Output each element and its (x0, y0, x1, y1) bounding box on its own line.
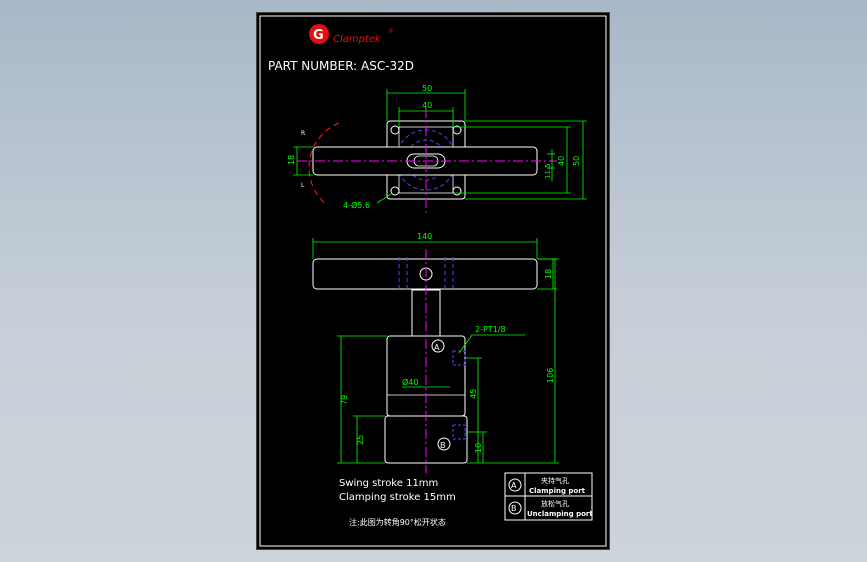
dim-holes: 4-Ø5.6 (343, 200, 370, 210)
dim-body-height: 79 (340, 395, 349, 405)
dim-arm-thickness: 18 (544, 269, 553, 279)
logo-letter: G (313, 28, 324, 43)
drawing-sheet: G Clamptek ® PART NUMBER: ASC-32D R L (256, 12, 610, 550)
dim-port-a-height: 45 (469, 389, 478, 399)
logo-mark-icon (309, 24, 329, 44)
brand-name: Clamptek (333, 34, 382, 45)
front-dimension-lines (312, 238, 559, 464)
mount-hole-icon (390, 186, 400, 196)
port-legend-table: A 夹持气孔 Clamping port B 放松气孔 Unclamping p… (504, 472, 593, 521)
port-a-letter: A (434, 343, 440, 352)
port-note: 2-PT1/8 (475, 325, 506, 334)
front-view: A B 140 18 106 79 25 45 10 Ø40 2-PT1/8 (312, 232, 559, 473)
top-view: R L 50 40 50 40 11.5 18 4-Ø5.6 (287, 84, 587, 213)
dim-body-inner: 40 (557, 156, 566, 166)
legend-a-mark: A (511, 481, 517, 490)
mount-hole-icon (452, 186, 462, 196)
port-b (452, 424, 466, 440)
dim-slot: 11.5 (544, 163, 552, 179)
legend-a-cn: 夹持气孔 (541, 476, 569, 485)
legend-b-en: Unclamping port (527, 510, 593, 518)
swing-mark-right: R (301, 130, 305, 137)
legend-b-icon (508, 501, 522, 515)
technical-drawing: G Clamptek ® PART NUMBER: ASC-32D R L (259, 15, 607, 547)
dim-port-b-height: 10 (474, 443, 483, 453)
legend-a-en: Clamping port (529, 487, 586, 495)
dim-inner-width: 40 (422, 101, 432, 110)
mount-hole-icon (452, 125, 462, 135)
port-b-mark-icon (437, 437, 451, 451)
drawing-note: 注:此图为转角90°松开状态 (349, 517, 446, 527)
dim-arm-length: 140 (417, 232, 432, 241)
swing-arc (308, 122, 340, 206)
port-a (452, 350, 466, 366)
port-b-letter: B (440, 441, 446, 450)
spec-swing: Swing stroke 11mm (339, 478, 438, 489)
legend-a-icon (508, 478, 522, 492)
legend-b-mark: B (511, 504, 517, 513)
mount-hole-icon (390, 125, 400, 135)
dim-base-height: 25 (356, 435, 365, 445)
swing-mark-left: L (301, 182, 305, 189)
dim-body-outer: 50 (572, 156, 581, 166)
dim-total-height: 106 (546, 368, 555, 383)
dim-arm-height: 18 (287, 155, 296, 165)
spec-clamping: Clamping stroke 15mm (339, 492, 456, 503)
brand-logo: G Clamptek ® (309, 24, 394, 45)
part-number-label: PART NUMBER: (268, 59, 357, 73)
clamp-arm-front (312, 258, 538, 290)
sheet-border (259, 15, 607, 547)
dim-body-dia: Ø40 (402, 377, 418, 387)
legend-b-cn: 放松气孔 (541, 499, 569, 508)
port-a-mark-icon (431, 339, 445, 353)
registered-mark: ® (388, 28, 394, 35)
part-number-value: ASC-32D (361, 59, 414, 73)
top-dimension-lines (293, 89, 587, 204)
dim-overall-width: 50 (422, 84, 432, 93)
